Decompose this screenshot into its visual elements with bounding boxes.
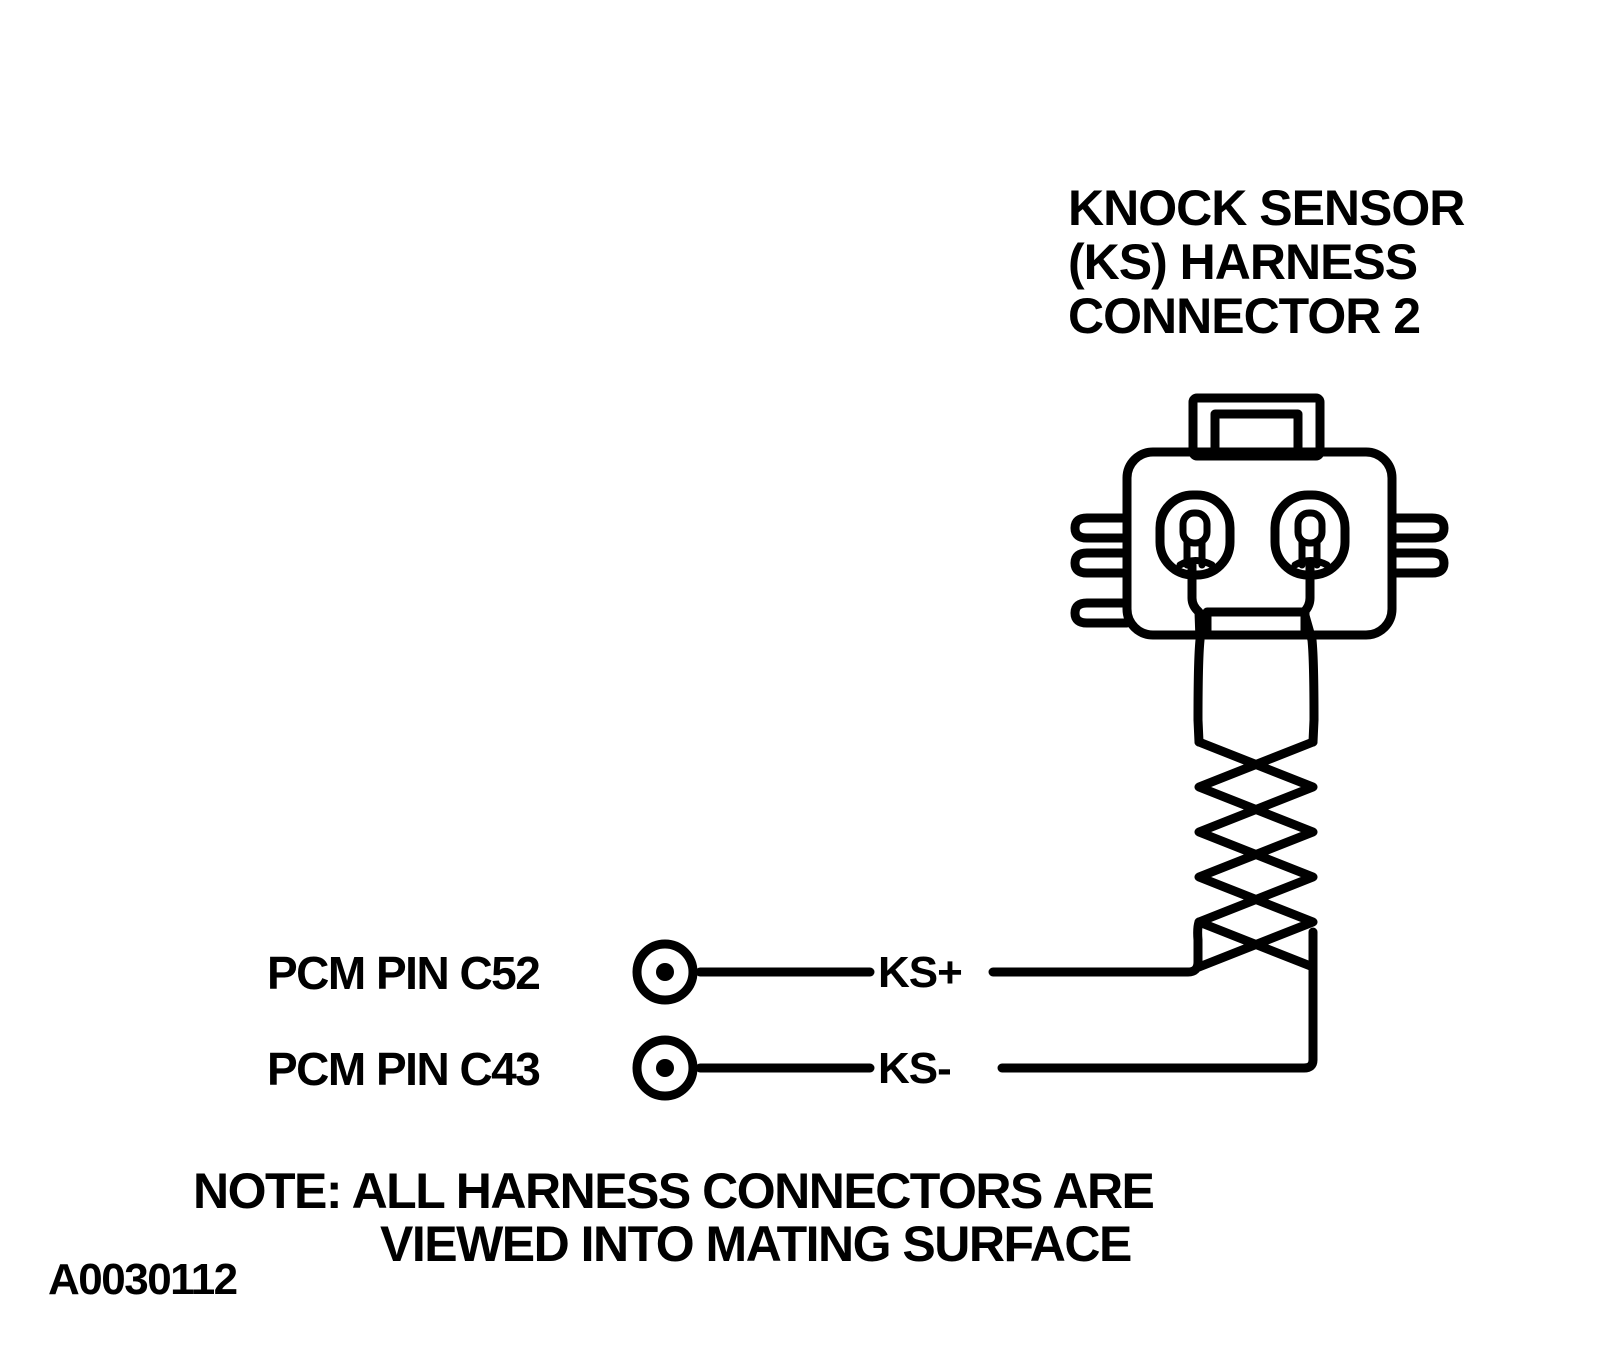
connector-title-line-3: CONNECTOR 2 [1068, 288, 1421, 344]
connector-ribs-right [1387, 513, 1449, 578]
terminal-left [1176, 509, 1216, 569]
connector-title-line-2: (KS) HARNESS [1068, 234, 1418, 290]
terminal-right [1291, 509, 1331, 569]
ks-plus-label: KS+ [878, 948, 963, 997]
pin-c52-label: PCM PIN C52 [267, 947, 541, 999]
connector-ribs-left [1070, 513, 1132, 628]
twisted-wire-b [1194, 737, 1318, 972]
ks-plus-wire [988, 917, 1204, 977]
note-line-1: NOTE: ALL HARNESS CONNECTORS ARE [193, 1163, 1155, 1219]
figure-id: A0030112 [48, 1255, 238, 1304]
note-line-2: VIEWED INTO MATING SURFACE [380, 1216, 1132, 1272]
pin-c52-terminal [632, 939, 698, 1005]
connector-title-line-1: KNOCK SENSOR [1068, 180, 1465, 236]
lead-left [1187, 560, 1205, 747]
pin-c43-terminal [632, 1035, 698, 1101]
lead-right [1299, 560, 1319, 747]
pin-c43-label: PCM PIN C43 [267, 1043, 541, 1095]
connector-keyway [1202, 607, 1310, 640]
ks-minus-wire [997, 927, 1318, 1073]
connector-latch [1188, 393, 1325, 461]
ks-minus-label: KS- [878, 1044, 952, 1093]
